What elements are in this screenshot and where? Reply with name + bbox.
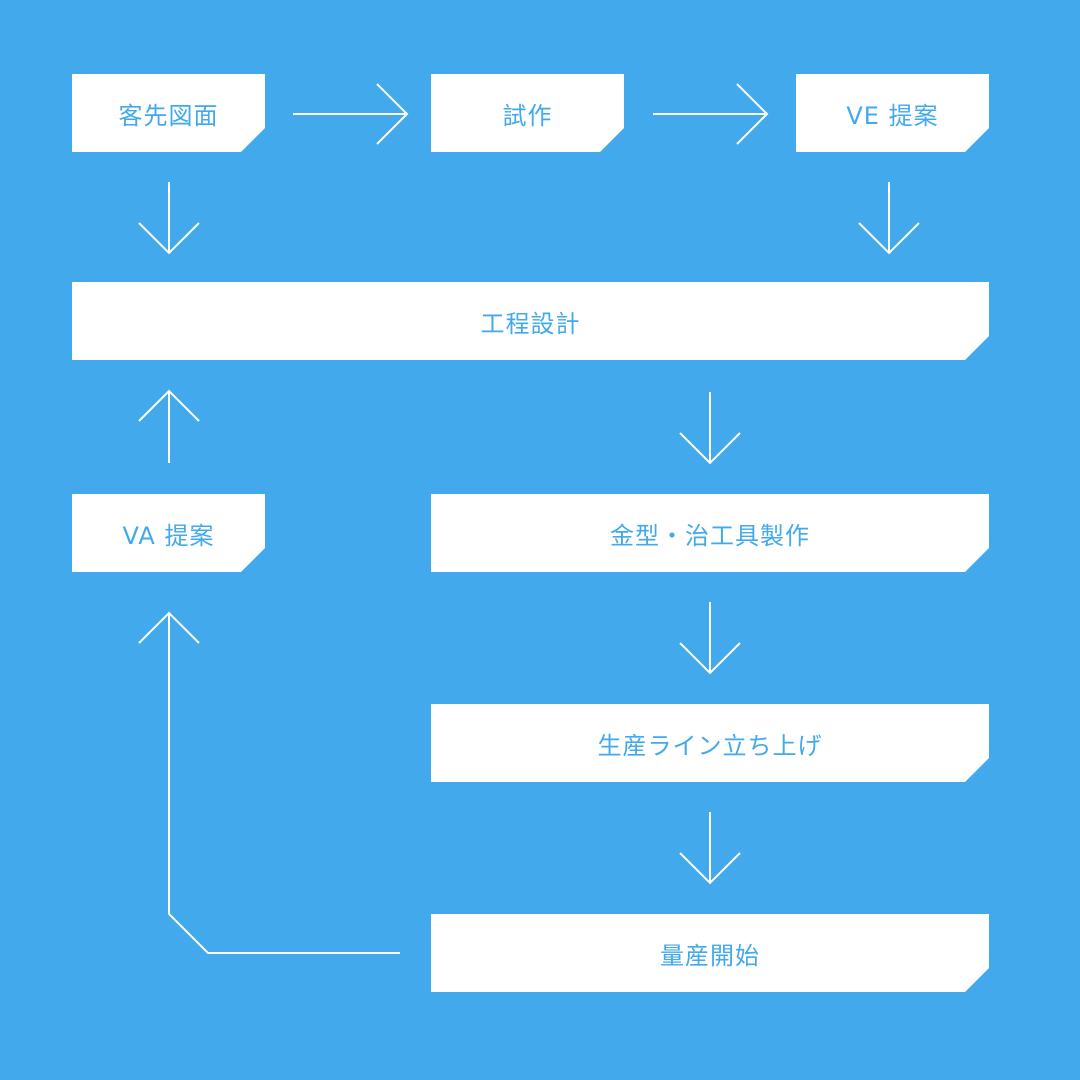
node-mold-jig-production-label: 金型・治工具製作 bbox=[610, 521, 810, 550]
node-mass-production-label: 量産開始 bbox=[660, 941, 760, 970]
arrow-line-to-mass bbox=[679, 812, 741, 885]
node-va-proposal-label: VA 提案 bbox=[122, 521, 215, 550]
node-prototype-label: 試作 bbox=[502, 101, 553, 130]
node-customer-drawing: 客先図面 bbox=[72, 74, 265, 152]
arrow-drawing-to-process bbox=[138, 182, 200, 255]
arrow-mass-to-va-feedback bbox=[138, 611, 400, 954]
node-ve-proposal-label: VE 提案 bbox=[846, 101, 939, 130]
arrow-drawing-to-prototype bbox=[293, 83, 409, 145]
node-prototype: 試作 bbox=[431, 74, 624, 152]
arrow-process-to-mold bbox=[679, 392, 741, 465]
node-customer-drawing-label: 客先図面 bbox=[118, 101, 219, 130]
arrow-mold-to-line bbox=[679, 602, 741, 675]
node-line-startup-label: 生産ライン立ち上げ bbox=[597, 731, 823, 760]
node-va-proposal: VA 提案 bbox=[72, 494, 265, 572]
arrow-ve-to-process bbox=[858, 182, 920, 255]
node-mass-production: 量産開始 bbox=[431, 914, 989, 992]
node-ve-proposal: VE 提案 bbox=[796, 74, 989, 152]
node-mold-jig-production: 金型・治工具製作 bbox=[431, 494, 989, 572]
node-process-design: 工程設計 bbox=[72, 282, 989, 360]
node-line-startup: 生産ライン立ち上げ bbox=[431, 704, 989, 782]
arrow-va-to-process bbox=[138, 389, 200, 463]
node-process-design-label: 工程設計 bbox=[480, 309, 581, 338]
arrow-prototype-to-ve bbox=[653, 83, 769, 145]
